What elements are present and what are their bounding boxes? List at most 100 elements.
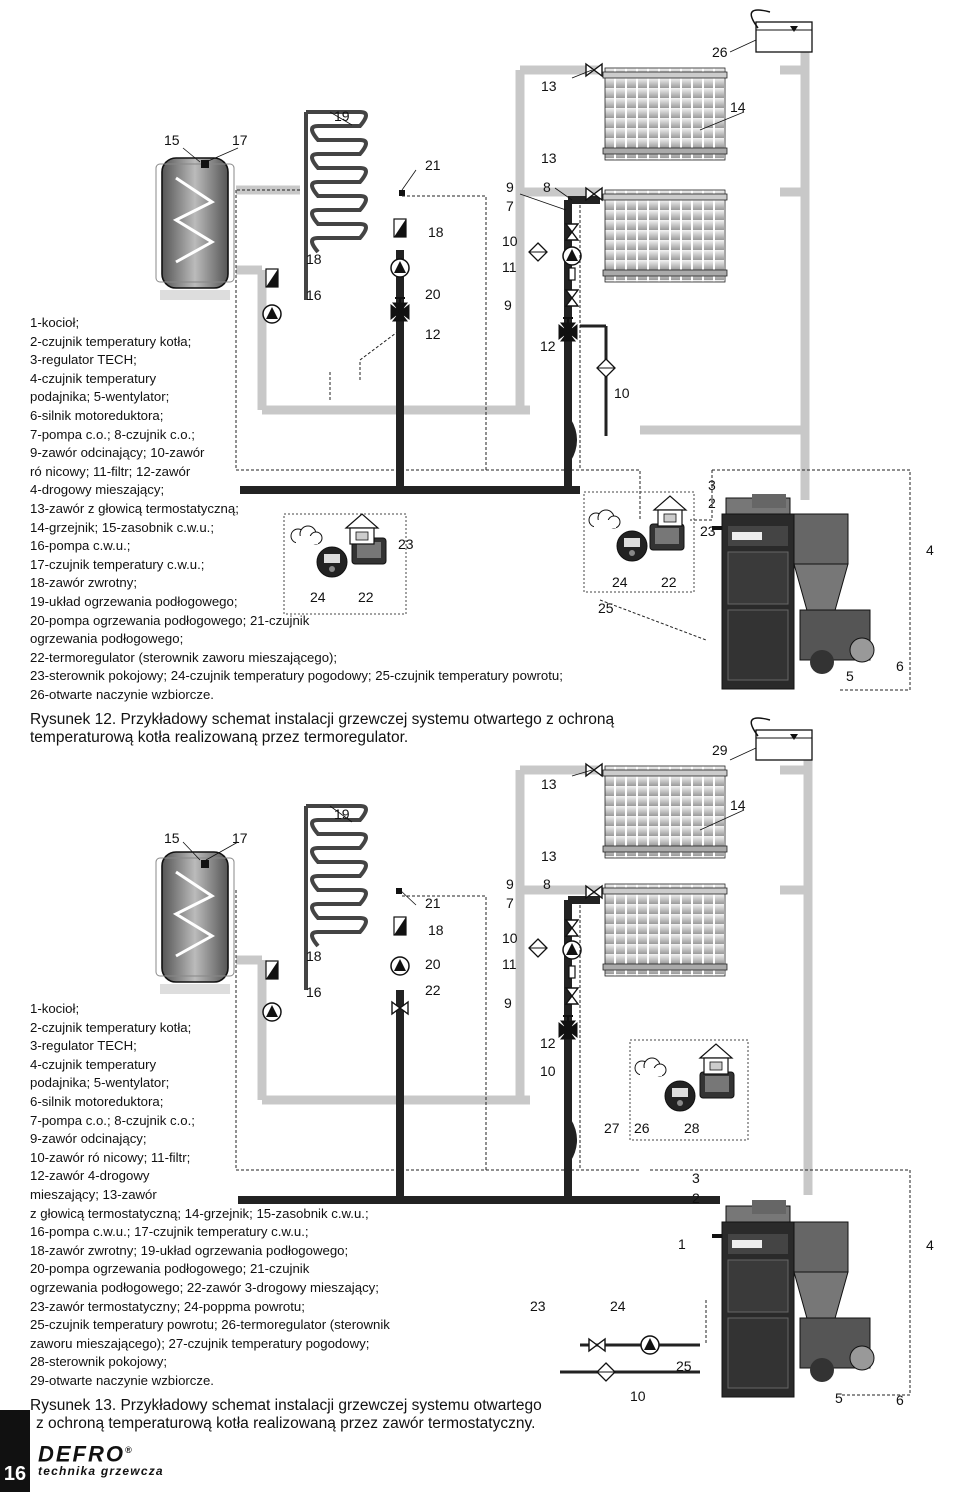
legend-line: 18-zawór zwrotny; 19-układ ogrzewania po… [30,1242,349,1258]
callout-2: 2 [708,495,716,511]
callout-16: 16 [306,287,322,303]
callout-23: 23 [700,523,716,539]
legend-line: 7-pompa c.o.; 8-czujnik c.o.; [30,1112,195,1128]
legend-line: 13-zawór z głowicą termostatyczną; [30,500,239,516]
figure-13-legend: 1-kocioł; 2-czujnik temperatury kotła; 3… [30,1000,390,1390]
callout-26: 26 [634,1120,650,1136]
legend-line: 20-pompa ogrzewania podłogowego; 21-czuj… [30,612,310,628]
figure-13-caption-line1: Rysunek 13. Przykładowy schemat instalac… [30,1397,542,1414]
figure-12-caption-line1: Rysunek 12. Przykładowy schemat instalac… [30,711,615,728]
legend-line: 22-termoregulator (sterownik zaworu mies… [30,649,338,665]
legend-line: 19-układ ogrzewania podłogowego; [30,593,238,609]
callout-18: 18 [428,922,444,938]
figure-13-schematic [154,717,911,1398]
legend-line: 2-czujnik temperatury kotła; [30,333,192,349]
callout-14: 14 [730,797,746,813]
callout-14: 14 [730,99,746,115]
legend-line: 16-pompa c.w.u.; 17-czujnik temperatury … [30,1224,309,1240]
callout-12: 12 [540,338,556,354]
page-number: 16 [0,1410,30,1492]
legend-line: 9-zawór odcinający; [30,1131,147,1147]
legend-line: 25-czujnik temperatury powrotu; 26-termo… [30,1317,390,1333]
legend-line: 4-czujnik temperatury [30,1056,157,1072]
callout-24: 24 [310,589,326,605]
callout-4: 4 [926,1237,934,1253]
callout-27: 27 [604,1120,620,1136]
callout-21: 21 [425,157,441,173]
callout-18: 18 [306,948,322,964]
callout-10: 10 [540,1063,556,1079]
callout-3: 3 [708,477,716,493]
callout-23: 23 [530,1298,546,1314]
callout-10: 10 [502,233,518,249]
figure-13-caption-line2: z ochroną temperaturową kotła realizowan… [36,1415,536,1432]
legend-line: 26-otwarte naczynie wzbiorcze. [30,686,214,702]
callout-8: 8 [543,179,551,195]
legend-line: ogrzewania podłogowego; [30,631,184,647]
legend-line: 23-sterownik pokojowy; 24-czujnik temper… [30,668,563,684]
callout-5: 5 [846,668,854,684]
callout-9: 9 [506,179,514,195]
legend-line: mieszający; 13-zawór [30,1186,157,1202]
figure-12-caption-line2: temperaturową kotła realizowaną przez te… [30,729,409,746]
callout-13: 13 [541,848,557,864]
registered-mark: ® [125,1445,134,1455]
callout-10: 10 [502,930,518,946]
callout-25: 25 [676,1358,692,1374]
legend-line: ró nicowy; 11-filtr; 12-zawór [30,463,191,479]
callout-24: 24 [612,574,628,590]
callout-6: 6 [896,1392,904,1408]
callout-2: 2 [692,1190,700,1206]
callout-17: 17 [232,830,248,846]
callout-23: 23 [398,536,414,552]
legend-line: z głowicą termostatyczną; 14-grzejnik; 1… [30,1205,369,1221]
callout-11: 11 [502,259,517,275]
legend-line: 16-pompa c.w.u.; [30,538,131,554]
callout-15: 15 [164,132,180,148]
legend-line: ogrzewania podłogowego; 22-zawór 3-drogo… [30,1279,379,1295]
legend-line: 1-kocioł; [30,315,80,330]
callout-21: 21 [425,895,441,911]
callout-13: 13 [541,150,557,166]
callout-9: 9 [504,995,512,1011]
callout-22: 22 [358,589,374,605]
callout-3: 3 [692,1170,700,1186]
defro-logo: DEFRO® technika grzewcza [38,1440,164,1479]
callout-24: 24 [610,1298,626,1314]
callout-11: 11 [502,956,517,972]
legend-line: 4-drogowy mieszający; [30,482,165,498]
legend-line: 6-silnik motoreduktora; [30,1093,164,1109]
legend-line: 28-sterownik pokojowy; [30,1354,168,1370]
logo-text: DEFRO [38,1441,125,1467]
callout-12: 12 [540,1035,556,1051]
callout-1: 1 [678,1236,686,1252]
legend-line: podajnika; 5-wentylator; [30,1075,170,1091]
callout-22: 22 [661,574,677,590]
callout-25: 25 [598,600,614,616]
figure-12-legend: 1-kocioł; 2-czujnik temperatury kotła; 3… [30,314,563,704]
callout-18: 18 [428,224,444,240]
page-number-text: 16 [3,1463,27,1485]
legend-line: 9-zawór odcinający; 10-zawór [30,445,205,461]
logo-tagline: technika grzewcza [38,1464,164,1479]
callout-7: 7 [506,895,514,911]
legend-line: 7-pompa c.o.; 8-czujnik c.o.; [30,426,195,442]
callout-8: 8 [543,876,551,892]
legend-line: 29-otwarte naczynie wzbiorcze. [30,1372,214,1388]
callout-13: 13 [541,776,557,792]
callout-19: 19 [334,806,350,822]
callout-15: 15 [164,830,180,846]
legend-line: 12-zawór 4-drogowy [30,1168,150,1184]
legend-line: 14-grzejnik; 15-zasobnik c.w.u.; [30,519,214,535]
callout-20: 20 [425,286,441,302]
legend-line: 3-regulator TECH; [30,352,137,368]
legend-line: 2-czujnik temperatury kotła; [30,1019,192,1035]
callout-26: 26 [712,44,728,60]
legend-line: 10-zawór ró nicowy; 11-filtr; [30,1149,191,1165]
callout-18: 18 [306,251,322,267]
legend-line: 23-zawór termostatyczny; 24-poppma powro… [30,1298,305,1314]
callout-17: 17 [232,132,248,148]
legend-line: 3-regulator TECH; [30,1038,137,1054]
legend-line: podajnika; 5-wentylator; [30,389,170,405]
